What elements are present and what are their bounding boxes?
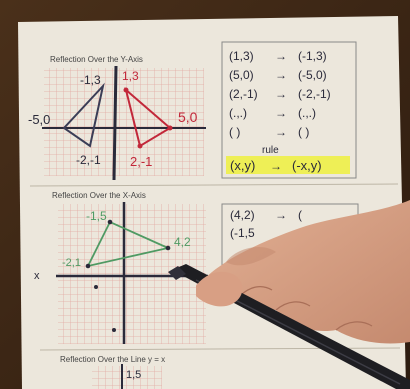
section3-title: Reflection Over the Line y = x — [60, 355, 165, 364]
hand-palm — [201, 200, 410, 344]
graph1-right-triangle — [124, 87, 172, 148]
point-marker — [167, 125, 173, 131]
point-marker — [94, 285, 98, 289]
point-marker — [123, 87, 129, 93]
graph1-label-right-side: 5,0 — [178, 109, 198, 125]
table1-to: (.,.) — [298, 106, 316, 120]
rule-highlight — [226, 156, 350, 174]
arrow-icon: → — [275, 87, 287, 101]
table1-to: (-1,3) — [298, 49, 327, 63]
graph2-label-top: -1,5 — [86, 209, 107, 223]
arrow-icon: → — [270, 159, 282, 173]
arrow-icon: → — [275, 68, 287, 82]
thumb — [196, 271, 243, 307]
graph1-label-right-bottom: 2,-1 — [130, 154, 152, 169]
arrow-icon: → — [275, 49, 287, 63]
table2-from: (-1,5 — [230, 226, 255, 240]
table1-from: (.,.) — [229, 106, 247, 120]
graph1-label-right-top: 1,3 — [122, 69, 139, 83]
rule-from: (x,y) — [230, 158, 255, 173]
point-marker — [107, 219, 113, 225]
arrow-icon: → — [275, 125, 287, 139]
rule-to: (-x,y) — [292, 158, 322, 173]
section-divider — [29, 183, 399, 187]
point-marker — [85, 263, 91, 269]
thumb-shape — [196, 271, 243, 307]
point-marker — [112, 328, 116, 332]
point-marker — [137, 143, 143, 149]
graph1-label-left-top: -1,3 — [80, 73, 101, 87]
graph2-label-right: 4,2 — [174, 235, 191, 249]
section1-title: Reflection Over the Y-Axis — [50, 55, 143, 64]
table1-to: ( ) — [298, 125, 309, 139]
graph2-label-left: -2,1 — [62, 257, 81, 269]
table1-box — [221, 41, 357, 179]
finger-crease — [275, 301, 311, 311]
table1-from: (2,-1) — [229, 87, 258, 101]
finger-crease — [335, 321, 373, 331]
table1-to: (-2,-1) — [298, 87, 331, 101]
table2-to: ( — [298, 208, 302, 222]
table1-from: (5,0) — [229, 68, 254, 82]
graph1-y-axis — [112, 65, 118, 181]
hand-shadow — [226, 247, 276, 266]
hand — [201, 200, 410, 344]
arrow-icon: → — [275, 208, 287, 222]
table1-to: (-5,0) — [298, 68, 327, 82]
graph2-axis-label: x — [34, 270, 40, 282]
graph1-label-left-side: -5,0 — [28, 112, 50, 127]
graph1-label-left-bottom: -2,-1 — [76, 153, 101, 167]
table1-from: (1,3) — [229, 49, 254, 63]
rule-label: rule — [262, 145, 279, 156]
section2-title: Reflection Over the X-Axis — [52, 191, 146, 200]
table1-from: ( ) — [229, 125, 240, 139]
table2-from: (4,2) — [230, 208, 255, 222]
graph1-left-triangle — [62, 82, 105, 148]
marker-tip — [168, 266, 186, 280]
graph3-grid — [92, 366, 162, 389]
graph3-label: 1,5 — [126, 369, 141, 381]
graph2-triangle — [86, 220, 171, 268]
point-marker — [165, 245, 171, 251]
arrow-icon: → — [275, 106, 287, 120]
